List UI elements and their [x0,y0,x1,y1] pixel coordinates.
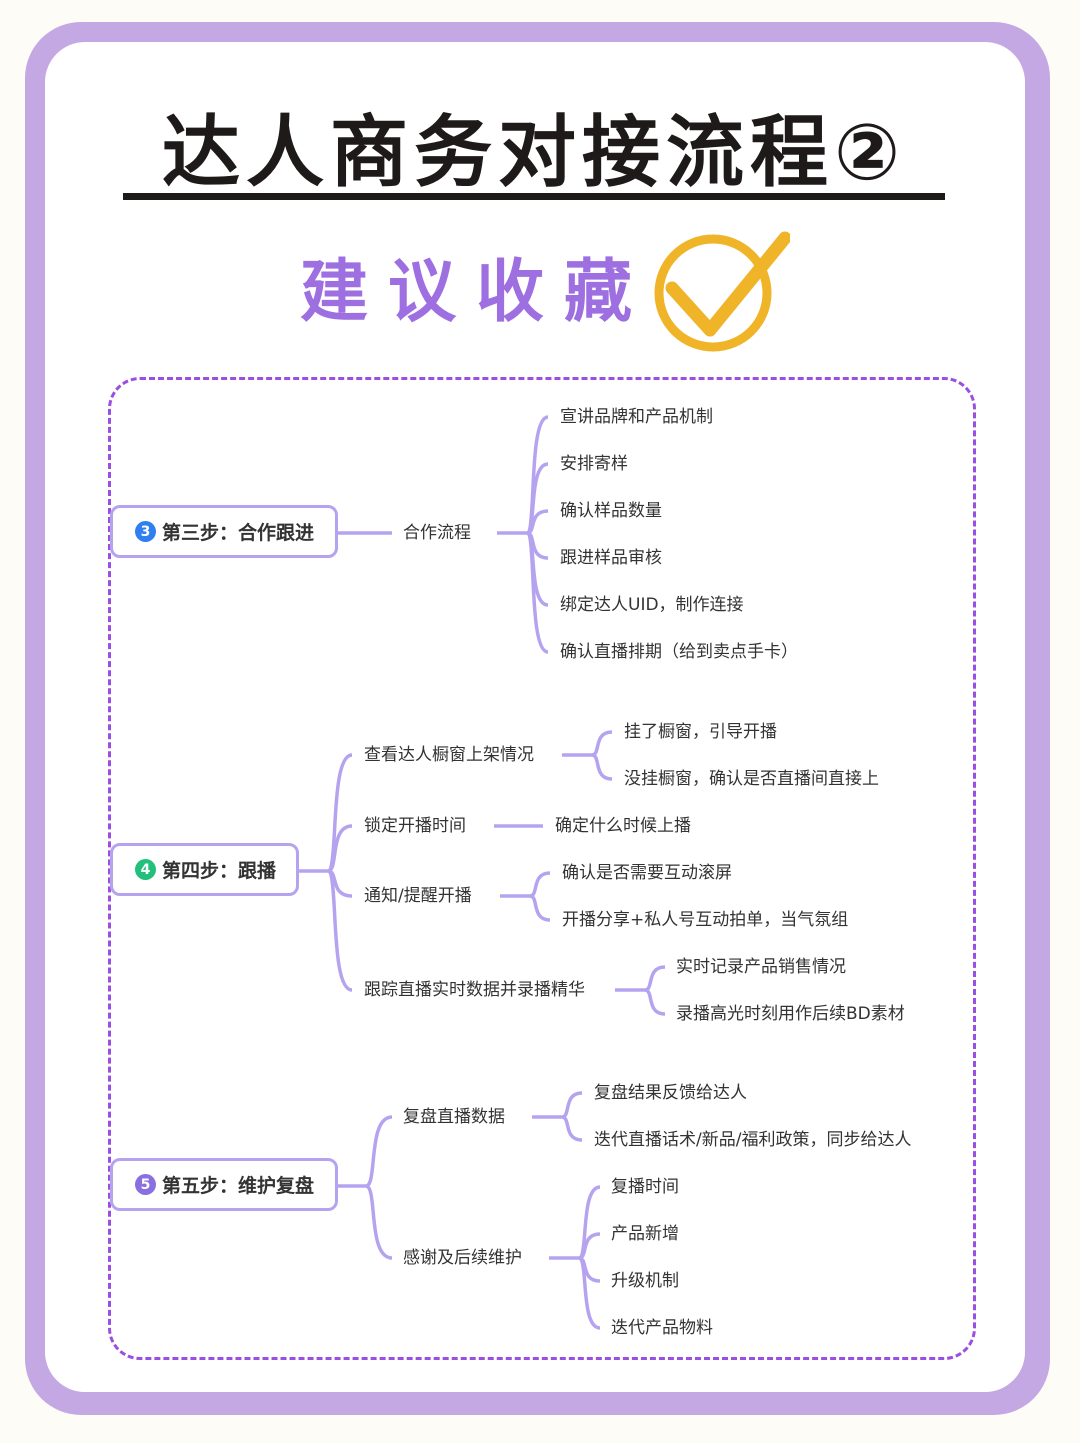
checkmark-icon [654,231,790,352]
step-label: 第五步：维护复盘 [162,1175,315,1197]
leaf-node: 安排寄样 [560,454,628,474]
step-number-badge: 3 [135,521,156,542]
branch-connector [365,1184,393,1260]
leaf-node: 确认直播排期（给到卖点手卡） [560,642,798,662]
leaf-node: 复播时间 [611,1177,679,1197]
leaf-node: 挂了橱窗，引导开播 [624,722,777,742]
leaf-connector [529,871,551,898]
step-3-box: 3 第三步：合作跟进 [110,505,338,558]
leaf-node: 升级机制 [611,1271,679,1291]
leaf-node: 确认是否需要互动滚屏 [562,863,732,883]
leaf-connector [591,730,613,757]
leaf-node: 宣讲品牌和产品机制 [560,407,713,427]
subtitle: 建议收藏 [300,253,653,332]
leaf-node: 迭代直播话术/新品/福利政策，同步给达人 [594,1130,912,1150]
leaf-node: 迭代产品物料 [611,1318,713,1338]
branch-node: 通知/提醒开播 [364,886,472,906]
page-title: 达人商务对接流程② [161,108,907,198]
title-underline [123,193,945,200]
leaf-node: 确定什么时候上播 [555,816,691,836]
leaf-node: 产品新增 [611,1224,679,1244]
branch-node: 合作流程 [403,523,471,543]
branch-node: 查看达人橱窗上架情况 [364,745,534,765]
leaf-connector [644,988,666,1016]
step-4-box: 4 第四步：跟播 [110,843,299,896]
branch-connector [326,869,353,992]
step-label: 第四步：跟播 [162,860,277,882]
leaf-node: 绑定达人UID，制作连接 [560,595,744,615]
leaf-node: 跟进样品审核 [560,548,662,568]
branch-node: 复盘直播数据 [403,1107,505,1127]
leaf-node: 没挂橱窗，确认是否直播间直接上 [624,769,879,789]
leaf-node: 确认样品数量 [560,501,662,521]
step-label: 第三步：合作跟进 [162,522,315,544]
branch-node: 锁定开播时间 [364,816,466,836]
leaf-connector [561,1091,583,1119]
leaf-node: 开播分享+私人号互动拍单，当气氛组 [562,910,849,930]
leaf-node: 复盘结果反馈给达人 [594,1083,747,1103]
branch-connector [365,1115,393,1188]
leaf-connector [525,462,549,535]
leaf-connector [529,894,551,922]
leaf-connector [561,1115,583,1142]
leaf-connector [577,1185,601,1260]
leaf-connector [525,531,549,654]
leaf-node: 实时记录产品销售情况 [676,957,846,977]
mindmap-container [108,377,976,1360]
branch-node: 感谢及后续维护 [403,1248,522,1268]
step-5-box: 5 第五步：维护复盘 [110,1158,338,1211]
step-number-badge: 5 [135,1174,156,1195]
branch-connector [327,824,353,873]
branch-node: 跟踪直播实时数据并录播精华 [364,980,585,1000]
leaf-node: 录播高光时刻用作后续BD素材 [676,1004,905,1024]
leaf-connector [577,1256,601,1330]
leaf-connector [644,965,666,992]
branch-connector [326,753,353,873]
step-number-badge: 4 [135,859,156,880]
leaf-connector [591,753,613,781]
